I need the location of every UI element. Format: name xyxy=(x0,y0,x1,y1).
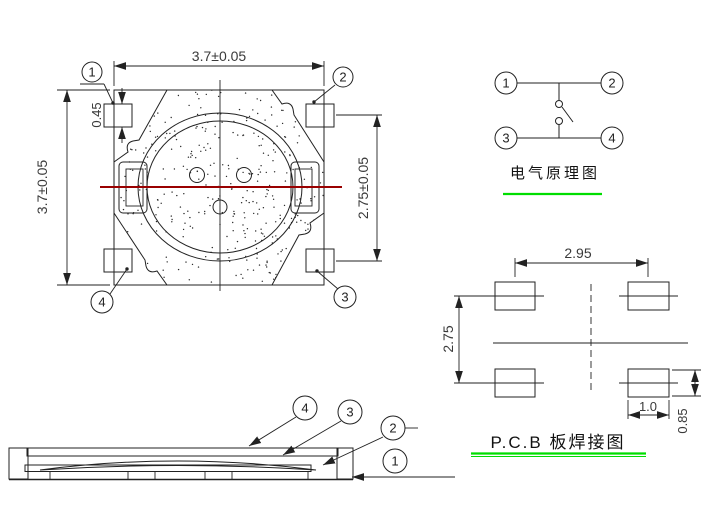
svg-text:1: 1 xyxy=(88,65,95,80)
guide-hole-right xyxy=(236,167,252,183)
svg-text:3: 3 xyxy=(502,131,509,146)
pcb-dim-v-pitch: 2.75 xyxy=(440,295,491,384)
switch-contact-top xyxy=(555,100,563,108)
pcb-pad-bottom-right xyxy=(627,368,670,398)
pin-balloon-1: 1 xyxy=(80,61,115,105)
svg-text:2: 2 xyxy=(339,70,346,85)
end-block-right xyxy=(336,447,354,480)
dim-pad-height: 0.45 xyxy=(89,88,126,143)
end-block-left xyxy=(8,447,29,480)
base-contact-right xyxy=(231,471,309,480)
dim-left-height: 3.7±0.05 xyxy=(34,89,110,286)
side-view: 4 3 2 1 xyxy=(8,395,455,481)
switch-lever xyxy=(561,106,574,123)
guide-hole-left xyxy=(189,167,205,183)
top-view-body xyxy=(100,80,342,291)
schematic: 1 2 3 4 电气原理图 xyxy=(494,71,624,196)
svg-text:3: 3 xyxy=(346,405,353,420)
svg-text:2: 2 xyxy=(608,76,615,91)
layer-balloon-4: 4 xyxy=(248,395,318,447)
cover-octagon xyxy=(113,89,325,286)
dim-top-width-label: 3.7±0.05 xyxy=(192,48,247,64)
pcb-pad-bottom-left xyxy=(494,368,536,398)
svg-text:4: 4 xyxy=(98,295,105,310)
dim-left-height-label: 3.7±0.05 xyxy=(34,160,50,215)
switch-contact-bottom xyxy=(555,117,563,125)
dim-top-width: 3.7±0.05 xyxy=(113,48,325,86)
pad-top-right xyxy=(305,103,335,128)
dim-right-pitch-label: 2.75±0.05 xyxy=(355,157,371,219)
schematic-pin-2: 2 xyxy=(600,71,624,95)
svg-text:0.85: 0.85 xyxy=(675,408,690,433)
dim-pad-label: 0.45 xyxy=(89,102,104,127)
cover-film-layer xyxy=(26,447,339,457)
svg-text:2: 2 xyxy=(389,421,396,436)
metal-dome xyxy=(39,460,317,471)
schematic-pin-3: 3 xyxy=(494,126,518,150)
pcb-view: 2.95 2.75 1.0 0.85 P.C.B 板焊接图 xyxy=(440,245,701,457)
schematic-title: 电气原理图 xyxy=(510,165,600,182)
svg-text:4: 4 xyxy=(301,401,308,416)
pcb-dim-pad-width: 1.0 xyxy=(627,399,670,419)
dim-right-pitch: 2.75±0.05 xyxy=(336,114,382,262)
top-view: 3.7±0.05 3.7±0.05 0.45 2.75±0.05 xyxy=(34,48,382,314)
svg-text:4: 4 xyxy=(608,131,615,146)
pcb-pad-top-right xyxy=(627,281,670,311)
layer-balloon-3: 3 xyxy=(282,399,363,456)
pcb-dim-pad-height: 0.85 xyxy=(672,369,701,434)
svg-text:2.75: 2.75 xyxy=(440,325,456,352)
base-contact-center xyxy=(154,471,206,480)
pin-balloon-2: 2 xyxy=(312,66,354,104)
pcb-dim-h-pitch: 2.95 xyxy=(514,245,649,277)
pin-balloon-4: 4 xyxy=(90,267,129,314)
schematic-pin-1: 1 xyxy=(494,71,518,95)
pad-bottom-left xyxy=(103,248,133,273)
pin-balloon-3: 3 xyxy=(315,269,357,309)
svg-text:2.95: 2.95 xyxy=(564,245,591,261)
base-contact-left xyxy=(49,471,129,480)
pcb-pad-top-left xyxy=(494,281,536,311)
layer-balloon-2: 2 xyxy=(322,415,418,466)
svg-text:1.0: 1.0 xyxy=(639,399,657,414)
pcb-title: P.C.B 板焊接图 xyxy=(491,433,626,452)
pad-top-left xyxy=(103,103,133,128)
svg-text:1: 1 xyxy=(391,454,398,469)
svg-text:1: 1 xyxy=(502,76,509,91)
pad-bottom-right xyxy=(305,248,335,273)
schematic-pin-4: 4 xyxy=(600,126,624,150)
layer-balloon-1: 1 xyxy=(352,448,455,481)
svg-text:3: 3 xyxy=(341,290,348,305)
